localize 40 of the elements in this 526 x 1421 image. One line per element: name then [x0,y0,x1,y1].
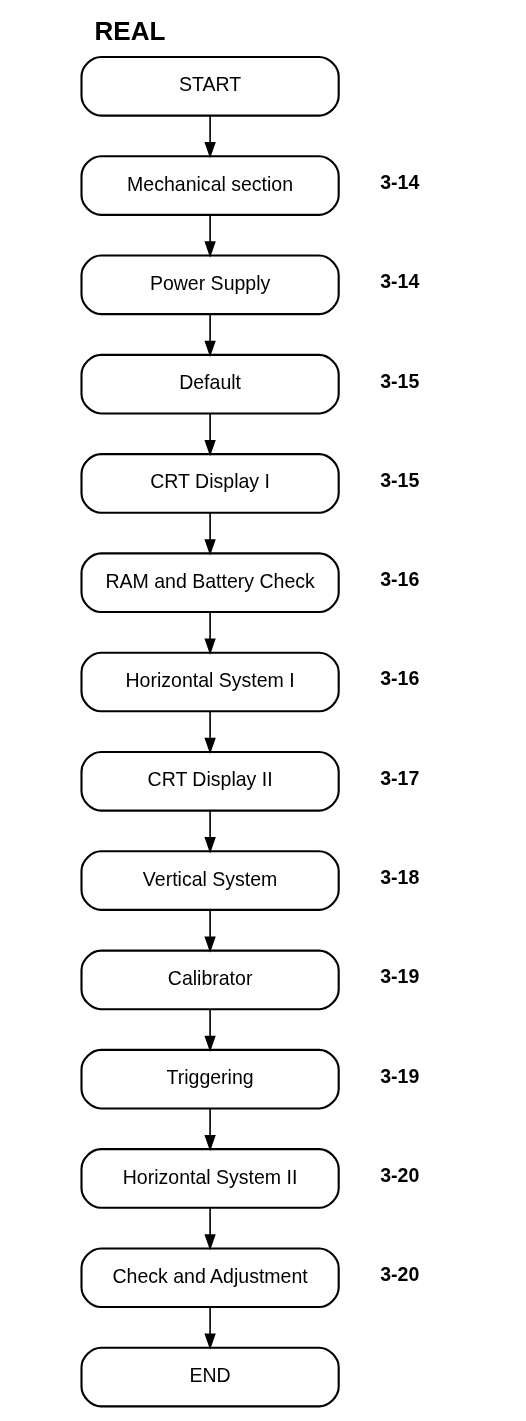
node-label: 3-14 [380,270,420,293]
node-label: 3-19 [380,965,420,988]
node-box: CRT Display I [80,453,340,514]
arrow [204,1107,216,1152]
node-box: Triggering [80,1048,340,1110]
node-label: 3-14 [380,170,420,193]
node-label: 3-15 [380,369,420,392]
node-label: 3-18 [380,866,420,889]
node-label: 3-16 [380,667,420,690]
arrow [204,809,216,854]
arrow [204,611,216,655]
node-box: START [80,55,340,117]
node-box: Power Supply [80,254,340,316]
arrow [204,1207,216,1251]
node-box: Horizontal System II [80,1148,340,1209]
node-box: Horizontal System I [80,651,340,713]
node-label: 3-20 [380,1163,420,1186]
arrow [204,1306,216,1350]
arrow [204,710,216,755]
node-box: Vertical System [80,850,340,911]
arrow [204,114,216,159]
arrow [204,412,216,457]
arrow [204,1008,216,1052]
node-label: 3-20 [380,1263,420,1286]
node-box: Calibrator [80,949,340,1011]
node-box: Mechanical section [80,155,340,216]
node-box: END [80,1346,340,1408]
arrow [204,909,216,953]
node-label: 3-19 [380,1064,420,1087]
diagram-title: REAL [94,16,166,47]
node-label: 3-15 [380,468,420,491]
node-box: Check and Adjustment [80,1247,340,1309]
arrow [204,214,216,258]
node-label: 3-16 [380,568,420,591]
node-label: 3-17 [380,766,420,789]
node-box: CRT Display II [80,750,340,812]
node-box: RAM and Battery Check [80,552,340,614]
node-box: Default [80,353,340,415]
arrow [204,313,216,357]
arrow [204,512,216,556]
